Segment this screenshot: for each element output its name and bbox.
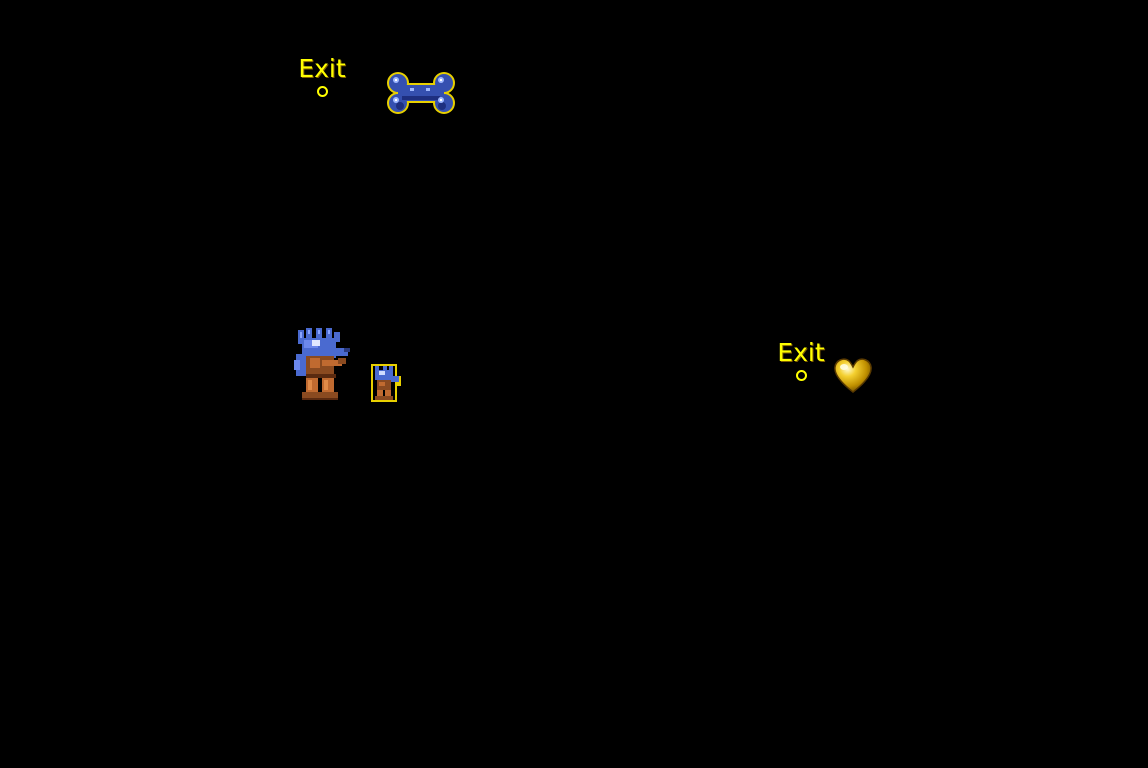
exit-marker[interactable]: Exit [771,340,831,381]
mini-wolf-icon [371,364,401,402]
exit-point-icon [316,86,328,97]
mini-player-marker [369,362,403,408]
exit-point-icon [795,370,807,381]
player-character[interactable] [294,326,354,408]
exit-label: Exit [298,54,346,83]
wolf-character-icon [294,328,350,400]
exit-label: Exit [777,338,825,367]
bone-icon [387,72,455,114]
heart-item[interactable] [832,356,874,398]
exit-marker[interactable]: Exit [292,56,352,97]
bone-item[interactable] [386,70,456,120]
heart-icon [834,358,872,393]
